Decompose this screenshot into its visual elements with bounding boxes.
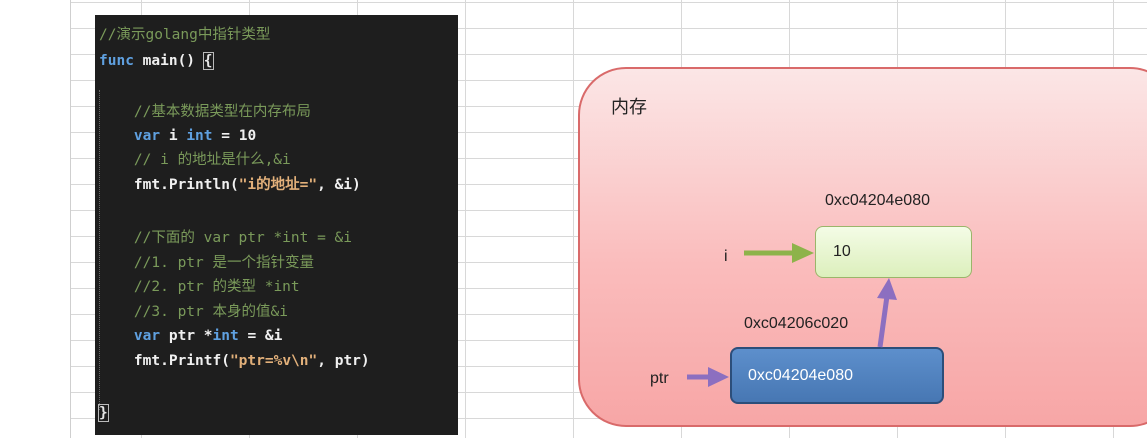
i-variable-label: i [724, 248, 728, 265]
code-line-10: //1. ptr 是一个指针变量 [99, 255, 314, 271]
code-line-7: fmt.Println("i的地址=", &i) [133, 177, 361, 193]
ptr-variable-label: ptr [650, 370, 669, 387]
indent-guide [99, 90, 101, 410]
code-line-5: var i int = 10 [133, 128, 257, 144]
code-line-6: // i 的地址是什么,&i [99, 152, 291, 168]
code-line-11: //2. ptr 的类型 *int [99, 279, 300, 295]
code-line-2: func main() { [99, 52, 214, 70]
code-line-9: //下面的 var ptr *int = &i [99, 230, 353, 246]
i-arrow [744, 243, 814, 263]
grid-edge [70, 0, 71, 438]
ptr-value-box: 0xc04204e080 [730, 347, 944, 404]
code-line-4: //基本数据类型在内存布局 [99, 104, 311, 120]
ptr-arrow [687, 367, 729, 387]
ptr-address-label: 0xc04206c020 [744, 315, 849, 332]
ptr-value: 0xc04204e080 [748, 367, 853, 384]
pointer-arrow [877, 278, 897, 348]
memory-label: 内存 [611, 97, 647, 118]
i-value: 10 [833, 243, 851, 260]
code-line-16: } [98, 404, 109, 422]
code-line-13: var ptr *int = &i [133, 328, 283, 344]
i-value-box: 10 [815, 226, 972, 278]
i-address-label: 0xc04204e080 [825, 192, 930, 209]
code-editor-panel: //演示golang中指针类型 func main() { //基本数据类型在内… [95, 15, 458, 435]
code-line-1: //演示golang中指针类型 [99, 27, 271, 43]
code-line-12: //3. ptr 本身的值&i [99, 304, 288, 320]
code-line-14: fmt.Printf("ptr=%v\n", ptr) [133, 353, 370, 369]
